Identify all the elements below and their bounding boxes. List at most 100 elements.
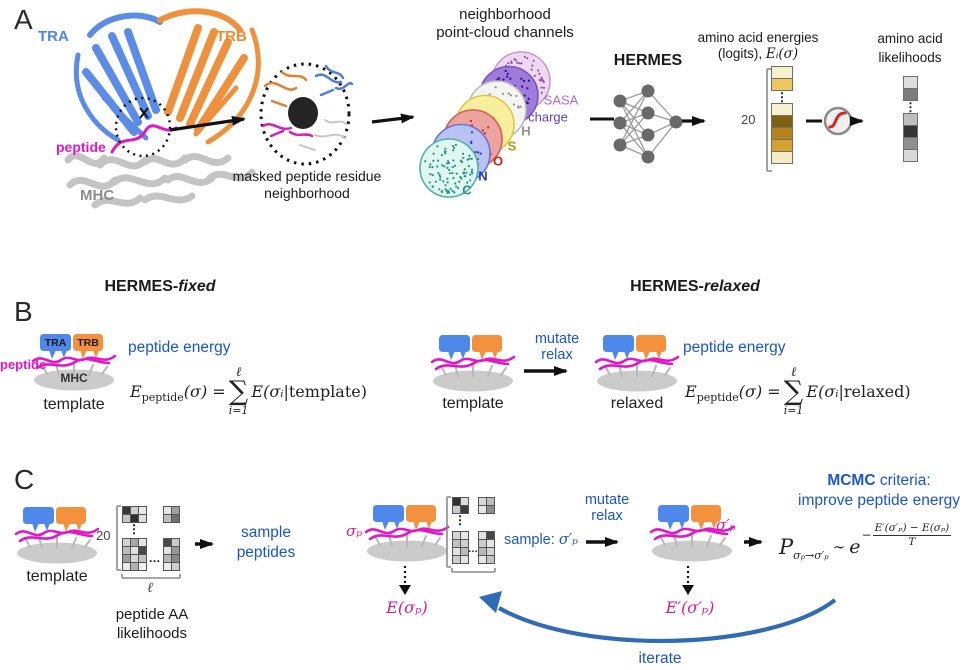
channel-label-C: C (462, 182, 472, 198)
hermes-relaxed-title: HERMES-relaxed (615, 278, 775, 296)
nn-node (613, 94, 627, 108)
channel-dot (469, 179, 472, 182)
channel-dot (468, 154, 471, 157)
matrix-cell (486, 505, 495, 514)
channel-dot (431, 185, 434, 188)
pmhc-template-c (14, 505, 100, 565)
trb-label: TRB (216, 28, 247, 45)
channel-dot (527, 97, 530, 101)
sample-sigma-math: σ′ₚ (558, 532, 578, 548)
f3-P-sub: σₚ→σ′ₚ (793, 548, 829, 562)
energies-count: 20 (741, 112, 756, 127)
f2-rhs-it: E(σᵢ (806, 381, 839, 401)
hermes-relaxed-prefix: HERMES- (630, 278, 704, 295)
peptide-label-b: peptide (0, 357, 47, 372)
f1-E: E (130, 381, 142, 401)
nn-node (669, 115, 683, 129)
matrix-ellipsis: ⋮ (128, 522, 140, 536)
hermes-fixed-prefix: HERMES- (104, 278, 179, 295)
channel-dot (431, 174, 434, 177)
matrix-ellipsis: … (468, 544, 478, 555)
channel-dot (446, 160, 450, 163)
energy-logits-column: ⋮ (771, 66, 793, 164)
mutate-label-b: mutate (534, 331, 580, 347)
matrix-caption-2: likelihoods (116, 625, 188, 642)
channel-dot (451, 189, 454, 193)
channel-label-charge: charge (528, 109, 568, 125)
sigma-p-label: σₚ (346, 522, 363, 540)
channel-dot (540, 91, 543, 94)
channel-dot (434, 180, 437, 183)
channel-dot (447, 161, 451, 165)
iterate-label: iterate (638, 650, 682, 667)
sample-likelihood-matrix: ⋮… (452, 497, 495, 567)
pmhc-template-b-mid (430, 333, 516, 393)
channel-dot (519, 105, 522, 108)
channel-dot (452, 144, 455, 148)
sample-label-1: sample (241, 524, 291, 541)
vector-cell (771, 151, 793, 164)
channel-dot (439, 175, 442, 178)
hermes-fixed-emph: fixed (178, 278, 216, 295)
channel-dot (444, 188, 447, 191)
channel-dot (428, 181, 431, 184)
channel-dot (449, 187, 452, 190)
sigma-p-prime-label: σ′ₚ (716, 516, 736, 534)
f3-den: T (908, 535, 916, 548)
pmhc-sigma-p (364, 503, 450, 563)
channel-dot (442, 180, 445, 183)
channel-dot (531, 64, 534, 67)
channel-dot (494, 86, 497, 89)
f1-rhs-it: E(σᵢ (251, 381, 284, 401)
arrow-to-channels (371, 113, 415, 124)
channel-dot (440, 190, 443, 193)
channel-dot (456, 186, 460, 190)
channel-dot (501, 92, 505, 95)
channel-dot (509, 94, 513, 97)
channel-label-S: S (507, 138, 517, 154)
likelihoods-title-1: amino acid (877, 31, 943, 46)
channel-dot (448, 172, 451, 175)
channel-dot (523, 55, 526, 58)
template-caption-b-mid: template (442, 395, 504, 412)
matrix-cell (460, 505, 469, 514)
channel-dot (438, 188, 441, 191)
channel-dot (446, 177, 449, 180)
channel-label-N: N (478, 168, 488, 184)
channel-dot (538, 72, 541, 76)
channel-dot (506, 75, 509, 78)
dotted-arrowhead-2 (682, 585, 694, 595)
f3-P: P (779, 535, 794, 559)
channel-dot (444, 184, 447, 187)
channel-dot (424, 160, 427, 163)
neural-network-icon (613, 84, 683, 164)
channel-label-SASA: SASA (543, 92, 579, 108)
channels-title-1: neighborhood (459, 6, 551, 23)
peptide-energy-label-right: peptide energy (683, 339, 786, 356)
channel-dot (446, 166, 449, 169)
peptide-likelihood-matrix: ⋮… (122, 506, 180, 571)
channel-dot (431, 166, 434, 169)
relax-label-c: relax (591, 508, 623, 524)
channel-dot (446, 189, 450, 192)
f2-mid: (σ) = (738, 381, 781, 401)
channel-dot (487, 126, 490, 129)
f2-rhs-rm: |relaxed) (838, 381, 911, 401)
hermes-title: HERMES (613, 52, 683, 69)
channel-dot (443, 165, 446, 168)
channel-dot (451, 165, 454, 169)
channel-dot (520, 77, 523, 80)
matrix-count-label: 20 (96, 528, 111, 543)
f3-num: E′(σ′ₚ) − E(σₚ) (872, 522, 952, 536)
vector-cell (903, 88, 918, 101)
nn-edge (619, 90, 649, 124)
masked-caption-1: masked peptide residue (232, 168, 382, 184)
matrix-cell (486, 555, 495, 564)
channel-dot (521, 85, 524, 88)
masked-neighborhood (259, 62, 354, 166)
nn-node (613, 138, 627, 152)
arrow-to-masked (169, 115, 246, 132)
channel-dot (459, 175, 462, 179)
formula-mcmc: P σₚ→σ′ₚ ∼ e −E′(σ′ₚ) − E(σₚ)T (779, 522, 952, 570)
mcmc-rest: criteria: (875, 472, 931, 489)
